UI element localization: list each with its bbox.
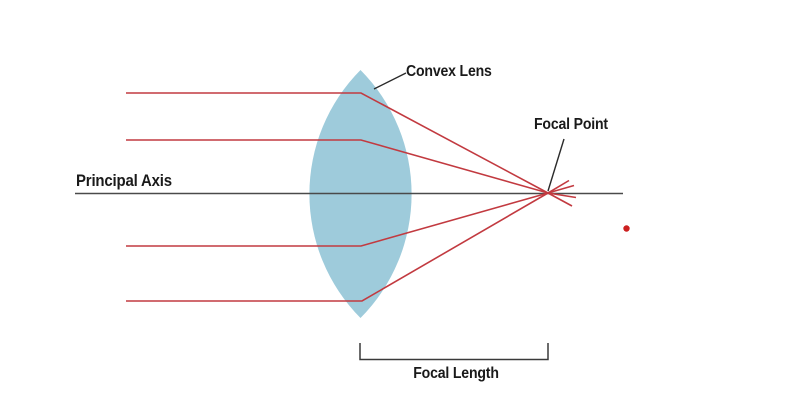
focal-length-bracket: [359, 343, 549, 361]
light-ray-top-outer: [126, 92, 573, 207]
light-ray-bottom-inner: [126, 184, 575, 247]
light-ray-bottom-outer: [126, 179, 570, 302]
principal-axis-label: Principal Axis: [76, 171, 172, 190]
light-ray-top-inner: [126, 139, 577, 199]
red-dot-marker: [623, 225, 630, 232]
convex-lens-pointer-line: [373, 72, 407, 90]
convex-lens-label: Convex Lens: [406, 63, 492, 80]
focal-point-pointer-line: [547, 138, 565, 192]
focal-length-label: Focal Length: [413, 365, 499, 382]
focal-point-label: Focal Point: [534, 116, 608, 133]
